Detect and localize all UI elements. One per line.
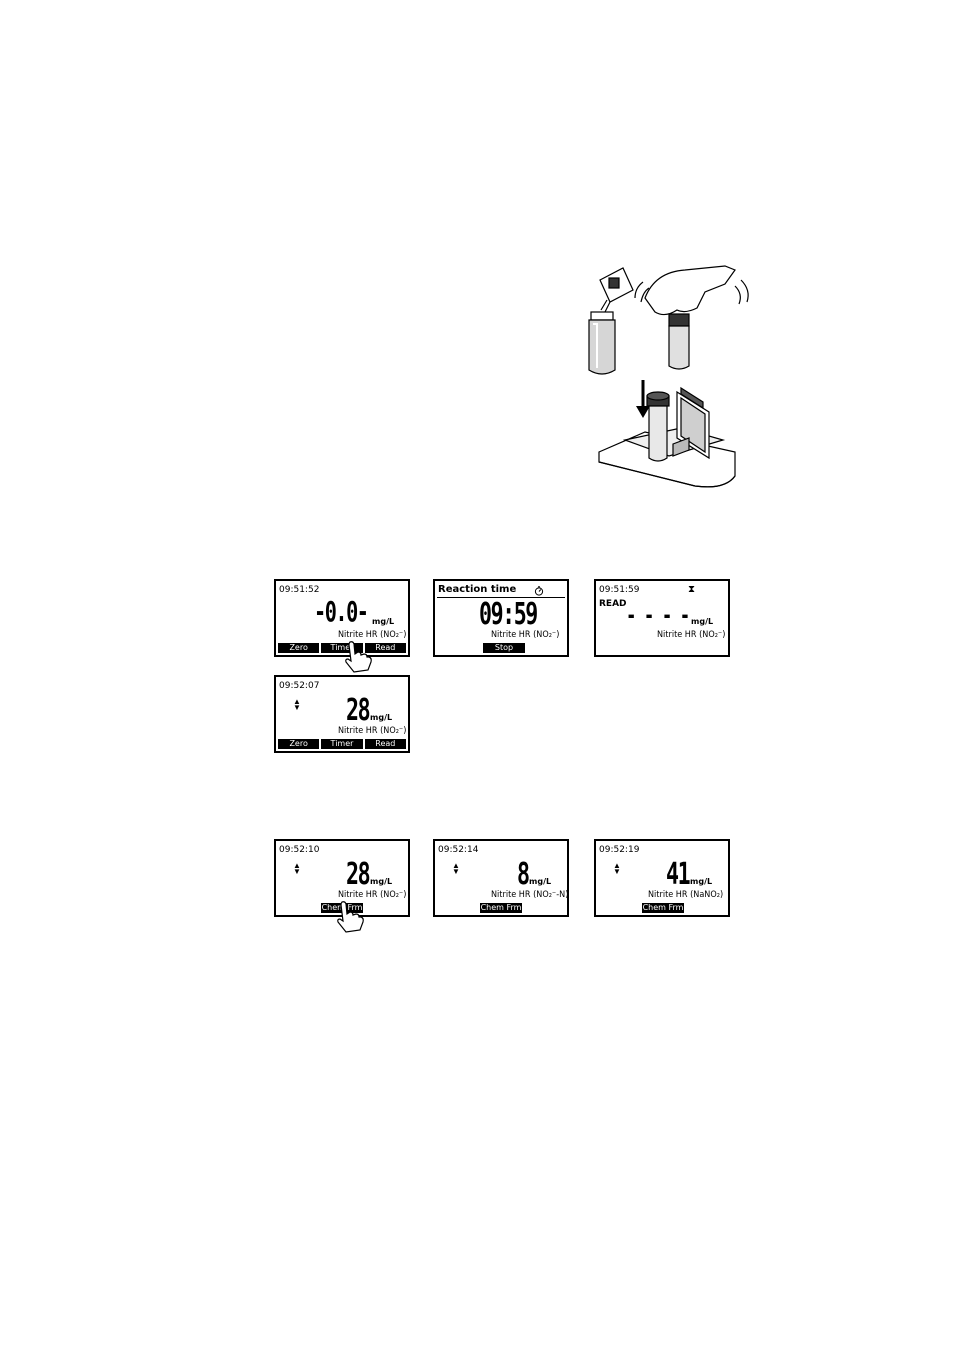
unit-label: mg/L — [690, 877, 713, 886]
read-status-label: READ — [599, 599, 627, 609]
reading-value: -0.0- — [314, 595, 369, 628]
unit-label: mg/L — [691, 617, 714, 626]
procedure-illustration — [588, 265, 749, 488]
hourglass-icon: ⧗ — [688, 584, 696, 595]
up-down-arrows-icon: ▲▼ — [293, 861, 301, 876]
reading-value: 41 — [666, 857, 691, 892]
stop-key[interactable]: Stop — [483, 643, 525, 653]
pointing-hand-icon — [345, 641, 372, 673]
lcd-screen-chem-form-2: 09:52:14 ▲▼ 8 mg/L Nitrite HR (NO₂⁻-N) C… — [433, 839, 569, 917]
unit-label: mg/L — [370, 713, 393, 722]
insert-arrow-icon — [636, 380, 650, 418]
read-key[interactable]: Read — [364, 739, 406, 749]
parameter-label: Nitrite HR (NO₂⁻) — [338, 726, 407, 736]
sample-bottle-illustration — [588, 311, 616, 375]
reading-value: - - - - — [626, 601, 690, 629]
zero-key[interactable]: Zero — [278, 643, 320, 653]
stopwatch-icon — [534, 586, 544, 596]
read-key[interactable]: Read — [364, 643, 406, 653]
parameter-label: Nitrite HR (NO₂⁻) — [338, 630, 407, 640]
up-down-arrows-icon: ▲▼ — [293, 697, 301, 712]
hand-shaking-vial-illustration — [634, 265, 749, 370]
up-down-arrows-icon: ▲▼ — [452, 861, 460, 876]
parameter-label: Nitrite HR (NO₂⁻) — [491, 630, 560, 640]
lcd-screen-chem-form-3: 09:52:19 ▲▼ 41 mg/L Nitrite HR (NaNO₂) C… — [594, 839, 730, 917]
lcd-screen-zero: 09:51:52 -0.0- mg/L Nitrite HR (NO₂⁻) Ze… — [274, 579, 410, 657]
softkey-bar: Zero Timer Read — [278, 643, 406, 653]
clock-time: 09:51:52 — [279, 585, 320, 595]
unit-label: mg/L — [372, 617, 395, 626]
parameter-label: Nitrite HR (NaNO₂) — [648, 890, 724, 900]
reading-value: 28 — [346, 693, 371, 728]
chem-frm-key[interactable]: Chem Frm — [642, 903, 684, 913]
zero-key[interactable]: Zero — [278, 739, 320, 749]
up-down-arrows-icon: ▲▼ — [613, 861, 621, 876]
title-divider — [437, 597, 565, 598]
clock-time: 09:52:07 — [279, 681, 320, 691]
lcd-screen-reading: 09:51:59 ⧗ READ - - - - mg/L Nitrite HR … — [594, 579, 730, 657]
parameter-label: Nitrite HR (NO₂⁻) — [657, 630, 726, 640]
lcd-screen-reaction-time: Reaction time 09:59 Nitrite HR (NO₂⁻) St… — [433, 579, 569, 657]
timer-key[interactable]: Timer — [321, 643, 363, 653]
reading-value: 28 — [346, 857, 371, 892]
clock-time: 09:52:14 — [438, 845, 479, 855]
reading-value: 8 — [517, 857, 530, 892]
parameter-label: Nitrite HR (NO₂⁻) — [338, 890, 407, 900]
timer-key[interactable]: Timer — [321, 739, 363, 749]
screen-title: Reaction time — [438, 584, 517, 595]
reagent-packet-illustration — [599, 267, 634, 313]
chem-frm-key[interactable]: Chem Frm — [480, 903, 522, 913]
countdown-value: 09:59 — [479, 597, 538, 632]
parameter-label: Nitrite HR (NO₂⁻-N) — [491, 890, 569, 900]
unit-label: mg/L — [370, 877, 393, 886]
clock-time: 09:51:59 — [599, 585, 640, 595]
meter-illustration — [598, 386, 736, 488]
clock-time: 09:52:19 — [599, 845, 640, 855]
unit-label: mg/L — [529, 877, 552, 886]
pointing-hand-icon — [337, 901, 364, 933]
softkey-bar: Zero Timer Read — [278, 739, 406, 749]
lcd-screen-result: 09:52:07 ▲▼ 28 mg/L Nitrite HR (NO₂⁻) Ze… — [274, 675, 410, 753]
clock-time: 09:52:10 — [279, 845, 320, 855]
